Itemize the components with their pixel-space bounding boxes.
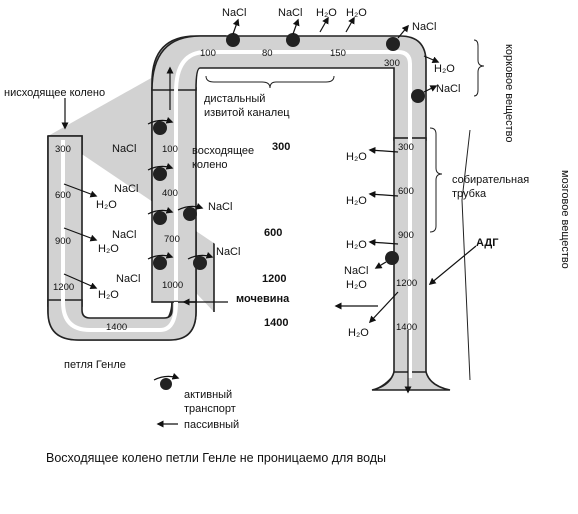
pump-ascending-1 [147,116,174,135]
nacl-d2: NaCl [278,7,302,19]
labels: нисходящее колено восходящее колено дист… [4,39,571,381]
asc-700: 700 [164,234,180,245]
distal-brace [205,75,335,89]
water-coll-3 [368,238,399,246]
substance-labels: NaCl NaCl H₂O H₂O NaCl H₂O NaCl NaCl NaC… [96,7,460,339]
desc-900: 900 [55,236,71,247]
nacl-c2: NaCl [344,265,368,277]
nacl-a5: NaCl [216,246,240,258]
passive-arrows [63,16,440,324]
water-desc-1 [63,183,98,198]
legend: активный транспорт пассивный [153,372,239,431]
int-600: 600 [264,227,282,239]
water-coll-1 [368,146,399,154]
distal-100: 100 [200,48,216,59]
water-coll-2 [368,190,399,198]
distal-150: 150 [330,48,346,59]
asc-100: 100 [162,144,178,155]
coll-900: 900 [398,230,414,241]
water-distal-3 [423,55,440,64]
water-c2: H₂O [346,195,367,207]
water-a1: H₂O [96,199,117,211]
distal-300: 300 [384,58,400,69]
pump-distal-2 [286,18,300,47]
water-a3: H₂O [98,289,119,301]
int-1400: 1400 [264,317,288,329]
water-c1: H₂O [346,151,367,163]
pump-ascending-3 [147,206,174,225]
distal-80: 80 [262,48,273,59]
coll-600: 600 [398,186,414,197]
water-a2: H₂O [98,243,119,255]
nacl-a1: NaCl [112,143,136,155]
collecting-brace [429,127,443,233]
nacl-a6: NaCl [116,273,140,285]
nacl-a2: NaCl [114,183,138,195]
desc-1200: 1200 [53,282,74,293]
water-distal-1 [319,16,329,33]
water-c4: H₂O [346,279,367,291]
collecting-duct-label-1: собирательная [452,174,529,186]
nacl-d3: NaCl [412,21,436,33]
water-coll-4 [368,291,399,324]
desc-300: 300 [55,144,71,155]
nacl-a4: NaCl [208,201,232,213]
loop-of-henle-label: петля Генле [64,359,126,371]
urea-label: мочевина [236,293,290,305]
water-d1: H₂O [316,7,337,19]
int-1200: 1200 [262,273,286,285]
coll-300: 300 [398,142,414,153]
nacl-a3: NaCl [112,229,136,241]
adh-label: АДГ [476,237,499,249]
nacl-c1: NaCl [436,83,460,95]
ascending-limb-label-1: восходящее [192,145,254,157]
water-c3: H₂O [346,239,367,251]
legend-active-1: активный [184,389,232,401]
adh-arrow [428,245,477,285]
legend-active-icon [160,378,172,390]
distal-tubule-label-1: дистальный [204,93,265,105]
flow-arrows [61,66,412,394]
ascending-limb-label-2: колено [192,159,228,171]
nacl-d1: NaCl [222,7,246,19]
pump-ascending-6 [187,251,214,270]
water-c5: H₂O [348,327,369,339]
int-300: 300 [272,141,290,153]
pump-ascending-5 [147,251,174,270]
asc-400: 400 [162,188,178,199]
water-d2: H₂O [346,7,367,19]
medulla-brace [461,129,471,381]
descending-limb-label: нисходящее колено [4,87,105,99]
asc-1000: 1000 [162,280,183,291]
coll-1200: 1200 [396,278,417,289]
pump-ascending-2 [147,162,174,181]
desc-600: 600 [55,190,71,201]
pump-collecting-2 [374,251,399,269]
legend-passive: пассивный [184,419,239,431]
water-desc-2 [63,227,98,242]
caption: Восходящее колено петли Генле не проница… [46,451,386,465]
water-desc-3 [63,273,98,290]
medulla-label: мозговое вещество [559,170,571,269]
pump-collecting-1 [411,85,438,103]
water-d3: H₂O [434,63,455,75]
pump-distal-1 [226,18,240,47]
legend-active-2: транспорт [184,403,236,415]
coll-1400: 1400 [396,322,417,333]
distal-tubule-label-2: извитой каналец [204,107,290,119]
loop-1400: 1400 [106,322,127,333]
pump-ascending-4 [177,202,204,221]
osmolarity-values: 300 600 900 1200 1400 100 400 700 1000 1… [53,48,417,333]
water-distal-2 [345,16,355,33]
pump-distal-3 [386,24,409,51]
active-pumps [147,18,438,270]
collecting-duct-label-2: трубка [452,188,487,200]
cortex-brace [473,39,485,97]
cortex-label: корковое вещество [503,44,515,143]
